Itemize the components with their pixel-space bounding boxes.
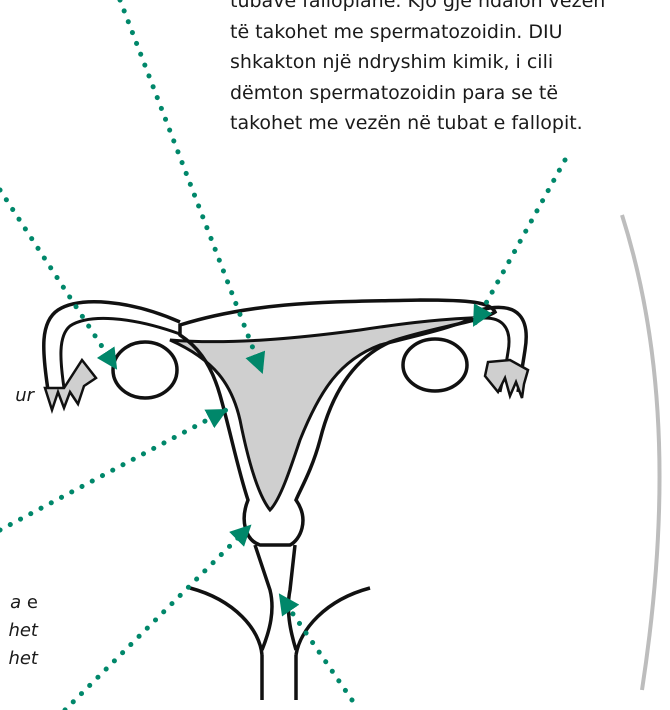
fragment-a: a bbox=[10, 592, 21, 613]
labia bbox=[190, 588, 370, 655]
fragment-e: e bbox=[27, 592, 38, 613]
pointer-cervix bbox=[65, 526, 250, 710]
fragment-label-2: het bbox=[0, 618, 38, 643]
pointer-uterus-wall bbox=[0, 410, 226, 530]
fragment-label-top: ur bbox=[0, 383, 34, 408]
pointer-right-tube bbox=[474, 160, 565, 325]
vagina bbox=[255, 545, 296, 650]
ovary-left bbox=[113, 342, 177, 398]
callout-text: tubave fallopiane. Kjo gjë ndalon vezën … bbox=[230, 0, 660, 139]
pointer-left-ovary bbox=[0, 190, 116, 368]
pointer-vagina bbox=[280, 595, 352, 700]
ovary-right bbox=[403, 339, 467, 391]
fimbriae-right bbox=[485, 360, 528, 398]
frame-arc bbox=[622, 215, 660, 690]
fragment-label-mid: a e bbox=[0, 590, 38, 615]
fimbriae-left bbox=[45, 360, 96, 410]
fragment-label-3: het bbox=[0, 646, 38, 671]
